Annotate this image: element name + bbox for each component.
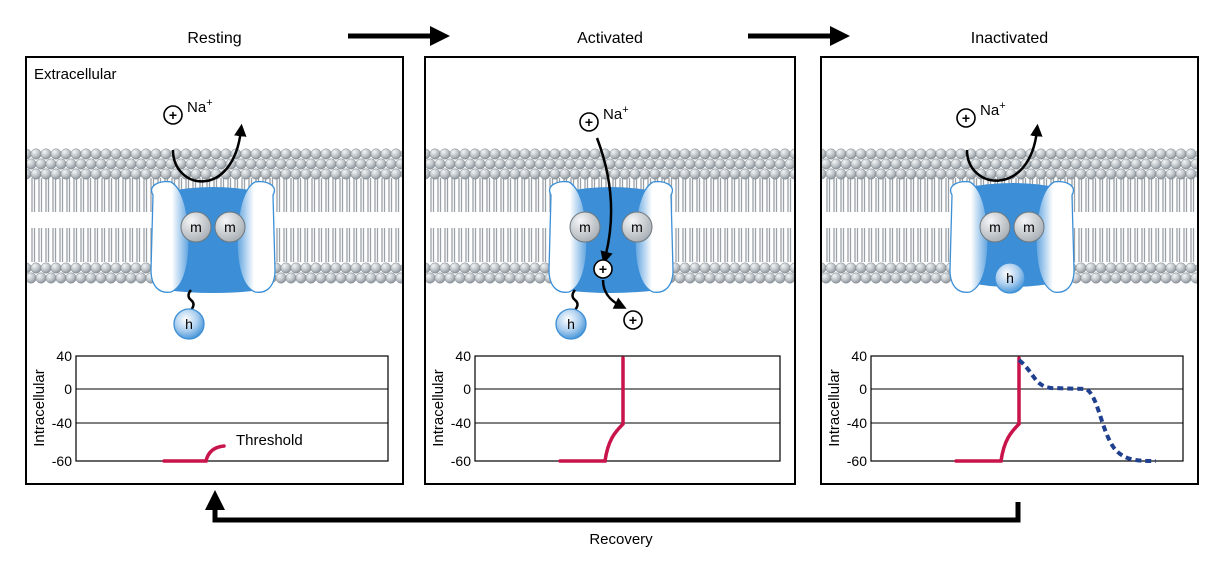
m-gate-label: m xyxy=(1023,219,1035,235)
membrane-potential-trace xyxy=(558,356,625,463)
channel-subunit-right xyxy=(236,180,276,293)
sodium-blocked-arrow xyxy=(965,123,1043,182)
y-tick-label: -60 xyxy=(451,453,471,469)
m-gate xyxy=(214,211,246,243)
sodium-exit-arrow xyxy=(601,279,627,309)
stage-title: Inactivated xyxy=(971,30,1048,47)
m-gate xyxy=(621,211,653,243)
h-gate-label: h xyxy=(1006,270,1014,286)
channel-subunit-left xyxy=(150,180,190,293)
channel-subunit-left xyxy=(949,180,989,293)
y-axis-label: Intracellular xyxy=(31,369,48,447)
graph-frame xyxy=(75,355,389,462)
y-tick-label: -40 xyxy=(847,415,867,431)
graph-frame xyxy=(474,355,781,462)
sodium-ion xyxy=(623,310,643,330)
sodium-ion xyxy=(956,108,976,128)
y-tick-label: -40 xyxy=(451,415,471,431)
plus-sign: + xyxy=(585,114,593,130)
m-gate-label: m xyxy=(224,219,236,235)
y-tick-label: 40 xyxy=(455,348,471,364)
y-tick-label: -60 xyxy=(52,453,72,469)
plus-sign: + xyxy=(169,107,177,123)
m-gate xyxy=(979,211,1011,243)
y-tick-label: -40 xyxy=(52,415,72,431)
y-tick-label: -60 xyxy=(847,453,867,469)
channel-pore xyxy=(964,183,1060,287)
y-axis-label: Intracellular xyxy=(826,369,843,447)
y-axis-label: Intracellular xyxy=(430,369,447,447)
h-gate-label: h xyxy=(185,316,193,332)
y-tick-label: 0 xyxy=(64,381,72,397)
h-gate xyxy=(173,308,205,340)
m-gate-label: m xyxy=(631,219,643,235)
m-gate xyxy=(1013,211,1045,243)
stage-title: Resting xyxy=(187,30,241,47)
threshold-label: Threshold xyxy=(236,432,303,449)
y-tick-label: 0 xyxy=(859,381,867,397)
y-tick-label: 40 xyxy=(56,348,72,364)
membrane-potential-trace xyxy=(954,356,1021,463)
recovery-trace-dashed xyxy=(1017,358,1157,463)
membrane-potential-trace xyxy=(162,444,226,463)
m-gate-label: m xyxy=(579,219,591,235)
m-gate xyxy=(569,211,601,243)
sodium-label: Na+ xyxy=(603,104,629,123)
sodium-influx-arrow xyxy=(595,137,613,265)
h-gate-label: h xyxy=(567,316,575,332)
recovery-label: Recovery xyxy=(589,531,653,548)
h-gate xyxy=(994,262,1026,294)
sodium-blocked-arrow xyxy=(171,123,247,183)
y-tick-label: 40 xyxy=(851,348,867,364)
h-gate-tether xyxy=(187,289,195,311)
graph-frame xyxy=(870,355,1184,462)
h-gate xyxy=(555,308,587,340)
sodium-ion xyxy=(593,259,613,279)
h-gate-tether xyxy=(571,289,579,311)
sodium-ion xyxy=(163,105,183,125)
recovery-arrow xyxy=(205,490,1021,523)
plus-sign: + xyxy=(629,312,637,328)
m-gate xyxy=(180,211,212,243)
channel-subunit-right xyxy=(1035,180,1075,293)
extracellular-label: Extracellular xyxy=(34,66,117,83)
sodium-label: Na+ xyxy=(187,97,213,116)
m-gate-label: m xyxy=(190,219,202,235)
sodium-ion xyxy=(579,112,599,132)
plus-sign: + xyxy=(962,110,970,126)
stage-title: Activated xyxy=(577,30,643,47)
plus-sign: + xyxy=(599,261,607,277)
m-gate-label: m xyxy=(989,219,1001,235)
y-tick-label: 0 xyxy=(463,381,471,397)
sodium-label: Na+ xyxy=(980,100,1006,119)
